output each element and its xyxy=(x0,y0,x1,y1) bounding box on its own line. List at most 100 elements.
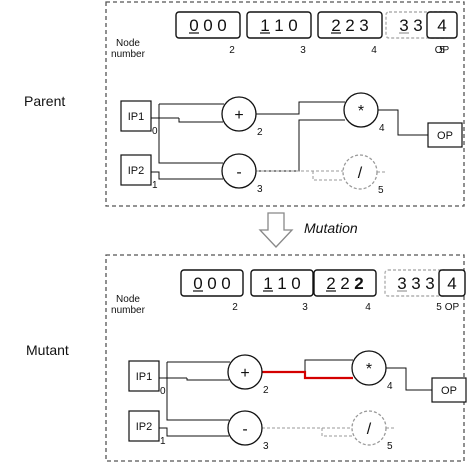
mutant-side-label: Mutant xyxy=(26,342,69,358)
mutant-node-plus-symbol: + xyxy=(240,365,249,382)
parent-node-plus-symbol: + xyxy=(234,107,243,124)
mutation-label: Mutation xyxy=(304,220,358,236)
mutant-edge-plus-mul-mutated xyxy=(262,370,353,380)
parent-node-multiply xyxy=(343,92,379,128)
parent-gene-digit: 3 xyxy=(359,16,368,35)
parent-gene-node-number: 2 xyxy=(229,45,235,56)
parent-op-label: OP xyxy=(437,130,453,142)
parent-gene-digit: 1 xyxy=(274,16,283,35)
mutant-gene-digit: 3 xyxy=(425,274,434,293)
parent-node-plus xyxy=(221,96,257,132)
mutant-gene-node-number: 4 xyxy=(365,302,371,313)
mutant-gene-box xyxy=(313,269,377,297)
mutant-edge-plus-mul-a xyxy=(262,359,353,373)
parent-frame xyxy=(105,1,465,207)
mutant-gene-digit: 0 xyxy=(193,274,202,293)
mutant-gene-digit: 2 xyxy=(354,274,363,293)
parent-node-divide xyxy=(342,154,378,190)
parent-edge-minus-div-b xyxy=(312,171,343,181)
mutant-gene-digit: 2 xyxy=(340,274,349,293)
mutant-edge-mul-op xyxy=(386,367,432,391)
mutant-output-gene-digit: 4 xyxy=(447,274,456,293)
parent-edge-minus-mul xyxy=(256,119,345,172)
mutant-node-number-label: Node xyxy=(116,294,140,305)
mutant-node-multiply xyxy=(351,350,387,386)
mutant-gene-digit: 3 xyxy=(397,274,406,293)
mutant-gene-digit: 2 xyxy=(326,274,335,293)
mutant-gene-node-number: 2 xyxy=(232,302,238,313)
mutant-node-plus xyxy=(227,354,263,390)
mutant-gene-node-number: 3 xyxy=(302,302,308,313)
mutation-arrow xyxy=(258,212,294,248)
parent-node-multiply-symbol: * xyxy=(358,103,364,120)
mutant-op-box xyxy=(431,377,467,403)
parent-gene-digit: 1 xyxy=(260,16,269,35)
parent-output-gene-label: OP xyxy=(435,45,450,56)
mutant-edge-minus-div-b xyxy=(321,428,352,437)
mutant-ip2-box xyxy=(128,410,160,442)
mutant-ip1-label: IP1 xyxy=(136,371,153,383)
parent-gene-digit: 0 xyxy=(217,16,226,35)
parent-ip1-box xyxy=(120,100,152,132)
mutant-gene-digit: 0 xyxy=(207,274,216,293)
mutant-frame xyxy=(105,254,465,462)
parent-node-minus xyxy=(221,153,257,189)
parent-op-box xyxy=(427,122,463,148)
parent-node-minus-number: 3 xyxy=(257,184,263,195)
mutant-op-label: OP xyxy=(441,385,457,397)
mutant-gene-digit: 1 xyxy=(263,274,272,293)
mutant-node-multiply-number: 4 xyxy=(387,381,393,392)
parent-gene-digit: 3 xyxy=(399,16,408,35)
parent-node-divide-symbol: / xyxy=(358,165,363,182)
mutant-node-number-label: number xyxy=(111,305,146,316)
mutant-node-multiply-symbol: * xyxy=(366,361,372,378)
parent-ip2-node-number: 1 xyxy=(152,180,158,191)
parent-ip1-node-number: 0 xyxy=(152,126,158,137)
parent-gene-node-number: 3 xyxy=(300,45,306,56)
mutant-gene-digit: 0 xyxy=(291,274,300,293)
mutant-output-gene-label: OP xyxy=(445,302,460,313)
mutant-node-minus-symbol: - xyxy=(242,421,247,438)
mutant-node-minus-number: 3 xyxy=(263,441,269,452)
parent-gene-box xyxy=(175,11,241,39)
mutant-edge-ip2-minus xyxy=(159,427,229,437)
mutant-node-minus xyxy=(227,410,263,446)
parent-node-number-label: number xyxy=(111,49,146,60)
parent-edge-plus-mul-a xyxy=(256,101,345,115)
mutant-ip1-box xyxy=(128,360,160,392)
parent-gene-digit: 0 xyxy=(189,16,198,35)
mutant-gene-node-number: 5 xyxy=(436,302,442,313)
parent-gene-node-number: 4 xyxy=(371,45,377,56)
mutant-gene-digit: 1 xyxy=(277,274,286,293)
mutant-edge-ip1-minus xyxy=(166,378,229,421)
parent-gene-digit: 2 xyxy=(345,16,354,35)
parent-node-divide-number: 5 xyxy=(378,185,384,196)
parent-edge-ip1-plus-c xyxy=(178,118,223,123)
parent-node-minus-symbol: - xyxy=(236,164,241,181)
parent-ip2-box xyxy=(120,154,152,186)
parent-node-number-label: Node xyxy=(116,38,140,49)
parent-gene-box xyxy=(317,11,383,39)
parent-ip1-label: IP1 xyxy=(128,111,145,123)
mutant-gene-digit: 3 xyxy=(411,274,420,293)
mutant-ip2-label: IP2 xyxy=(136,421,153,433)
mutant-gene-digit: 0 xyxy=(221,274,230,293)
mutant-gene-box xyxy=(180,269,244,297)
mutant-node-divide-number: 5 xyxy=(387,441,393,452)
mutant-node-divide xyxy=(351,410,387,446)
mutant-edge-ip1-plus-c xyxy=(186,378,229,381)
mutant-gene-box xyxy=(250,269,314,297)
parent-edge-ip1-minus xyxy=(158,118,223,164)
mutant-node-plus-number: 2 xyxy=(263,385,269,396)
parent-side-label: Parent xyxy=(24,93,65,109)
mutant-ip2-node-number: 1 xyxy=(160,436,166,447)
parent-ip2-label: IP2 xyxy=(128,165,145,177)
parent-gene-digit: 0 xyxy=(288,16,297,35)
parent-gene-digit: 0 xyxy=(203,16,212,35)
parent-output-gene-box xyxy=(426,11,458,39)
parent-edge-mul-op xyxy=(378,109,428,136)
parent-node-plus-number: 2 xyxy=(257,127,263,138)
parent-gene-digit: 2 xyxy=(331,16,340,35)
mutant-node-divide-symbol: / xyxy=(367,421,372,438)
